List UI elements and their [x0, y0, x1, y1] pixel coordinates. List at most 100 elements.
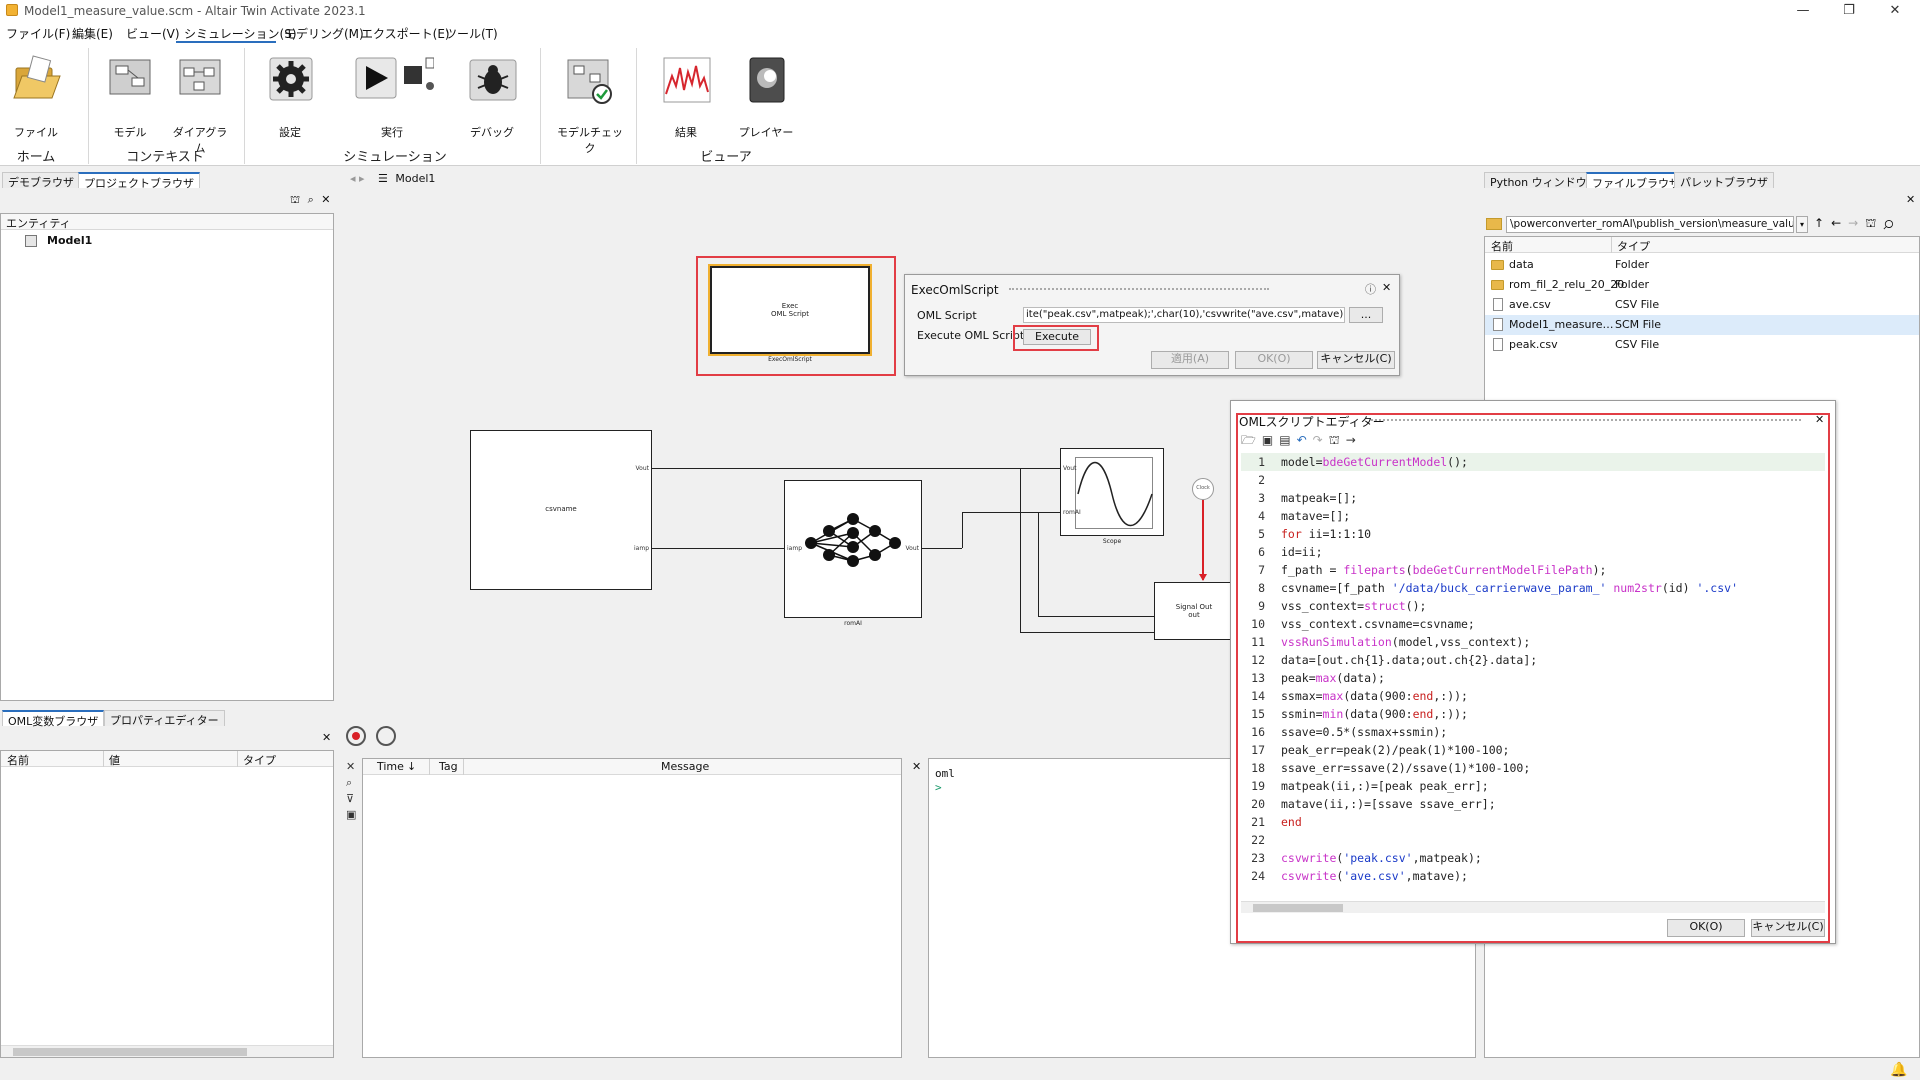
scrollbar-thumb[interactable]: [1253, 904, 1343, 912]
record-icon[interactable]: [346, 726, 366, 746]
ribbon-debug-button[interactable]: デバッグ: [460, 48, 524, 142]
oml-script-input[interactable]: ite("peak.csv",matpeak);',char(10),'csvw…: [1023, 307, 1345, 323]
tag-column[interactable]: Tag: [439, 760, 458, 773]
menu-view[interactable]: ビュー(V): [126, 27, 180, 41]
close-icon[interactable]: ✕: [321, 193, 331, 206]
redo-icon[interactable]: ↷: [1312, 433, 1329, 447]
diagram-canvas[interactable]: Exec OML Script ExecOmlScript csvname Vo…: [340, 190, 1234, 720]
breadcrumb-model[interactable]: Model1: [395, 172, 436, 185]
help-icon[interactable]: ⓘ: [1365, 283, 1376, 296]
filter-icon[interactable]: ⊽: [346, 792, 355, 805]
message-column[interactable]: Message: [661, 760, 710, 773]
apply-button[interactable]: 適用(A): [1151, 351, 1229, 369]
tab-demo-browser[interactable]: デモブラウザ: [2, 172, 80, 189]
editor-cancel-button[interactable]: キャンセル(C): [1751, 919, 1825, 937]
close-icon[interactable]: ✕: [912, 760, 922, 773]
back-arrow-icon[interactable]: ←: [1831, 216, 1849, 230]
dialog-cancel-button[interactable]: キャンセル(C): [1317, 351, 1395, 369]
editor-horizontal-scrollbar[interactable]: [1241, 901, 1825, 913]
ribbon-player-button[interactable]: プレイヤー: [734, 48, 798, 142]
clock-icon[interactable]: Clock: [1192, 478, 1214, 500]
menu-file[interactable]: ファイル(F): [6, 27, 71, 41]
undo-icon[interactable]: ↶: [1296, 433, 1313, 447]
file-name-column[interactable]: 名前: [1491, 240, 1513, 253]
file-row[interactable]: peak.csv CSV File: [1485, 335, 1919, 355]
file-row[interactable]: ave.csv CSV File: [1485, 295, 1919, 315]
scope-block[interactable]: Vout romAI: [1060, 448, 1164, 536]
close-icon[interactable]: ✕: [1906, 193, 1916, 206]
editor-grip[interactable]: [1371, 419, 1801, 421]
forward-arrow-icon[interactable]: →: [1848, 216, 1866, 230]
browse-button[interactable]: ...: [1349, 307, 1383, 323]
ribbon-diagram-button[interactable]: ダイアグラム: [168, 48, 232, 155]
minimize-button[interactable]: —: [1796, 3, 1810, 18]
ribbon-model-button[interactable]: モデル: [98, 48, 162, 142]
execute-button[interactable]: Execute: [1023, 329, 1091, 345]
file-row[interactable]: rom_fil_2_relu_20_20 Folder: [1485, 275, 1919, 295]
editor-close-icon[interactable]: ✕: [1815, 413, 1825, 426]
close-icon[interactable]: ✕: [322, 731, 332, 744]
save-icon[interactable]: ▣: [346, 808, 357, 821]
romai-block[interactable]: iamp Vout: [784, 480, 922, 618]
editor-ok-button[interactable]: OK(O): [1667, 919, 1745, 937]
ribbon-run-button[interactable]: 実行: [350, 48, 434, 142]
search-icon[interactable]: ⌕: [346, 776, 353, 789]
dialog-grip[interactable]: [1009, 288, 1269, 290]
ribbon-model-check-button[interactable]: モデルチェック: [554, 48, 626, 155]
code-line[interactable]: 2: [1241, 471, 1825, 489]
signal-out-block[interactable]: Signal Out out: [1154, 582, 1234, 640]
horizontal-scrollbar[interactable]: [1, 1045, 333, 1057]
tree-item-model1[interactable]: Model1: [47, 234, 93, 247]
menu-edit[interactable]: 編集(E): [72, 27, 113, 41]
time-column[interactable]: Time: [377, 760, 404, 773]
path-input[interactable]: \powerconverter_romAI\publish_version\me…: [1506, 216, 1794, 233]
zoom-icon[interactable]: [376, 726, 396, 746]
file-type-column[interactable]: タイプ: [1617, 240, 1650, 253]
notification-bell-icon[interactable]: 🔔: [1890, 1062, 1908, 1078]
csvname-block[interactable]: csvname Vout iamp: [470, 430, 652, 590]
tab-oml-variable-browser[interactable]: OML変数ブラウザ: [2, 710, 105, 728]
save-as-icon[interactable]: ▤: [1279, 433, 1297, 447]
goto-icon[interactable]: →: [1345, 433, 1362, 447]
bookmark-icon[interactable]: ⛫: [290, 193, 301, 206]
dialog-ok-button[interactable]: OK(O): [1235, 351, 1313, 369]
code-line[interactable]: 22: [1241, 831, 1825, 849]
file-row-selected[interactable]: Model1_measure… SCM File: [1485, 315, 1919, 335]
bookmark-icon[interactable]: ⛫: [1865, 216, 1884, 230]
scrollbar-thumb[interactable]: [13, 1048, 247, 1056]
open-icon[interactable]: 🗁: [1241, 433, 1262, 447]
search-icon[interactable]: ⌕: [1883, 216, 1901, 230]
find-icon[interactable]: ⛫: [1328, 433, 1346, 447]
ribbon-results-button[interactable]: 結果: [654, 48, 718, 142]
tab-file-browser[interactable]: ファイルブラウザ: [1586, 172, 1686, 190]
tab-property-editor[interactable]: プロパティエディター: [104, 710, 225, 727]
menu-simulation[interactable]: シミュレーション(S): [184, 27, 297, 41]
nav-arrows[interactable]: ◂ ▸: [350, 172, 365, 185]
dialog-close-icon[interactable]: ✕: [1382, 281, 1392, 294]
save-icon[interactable]: ▣: [1261, 433, 1280, 447]
maximize-button[interactable]: ❐: [1843, 3, 1855, 18]
menu-export[interactable]: エクスポート(E): [361, 27, 450, 41]
file-row[interactable]: data Folder: [1485, 255, 1919, 275]
close-icon[interactable]: ✕: [346, 760, 356, 773]
tab-palette-browser[interactable]: パレットブラウザ: [1674, 172, 1774, 189]
